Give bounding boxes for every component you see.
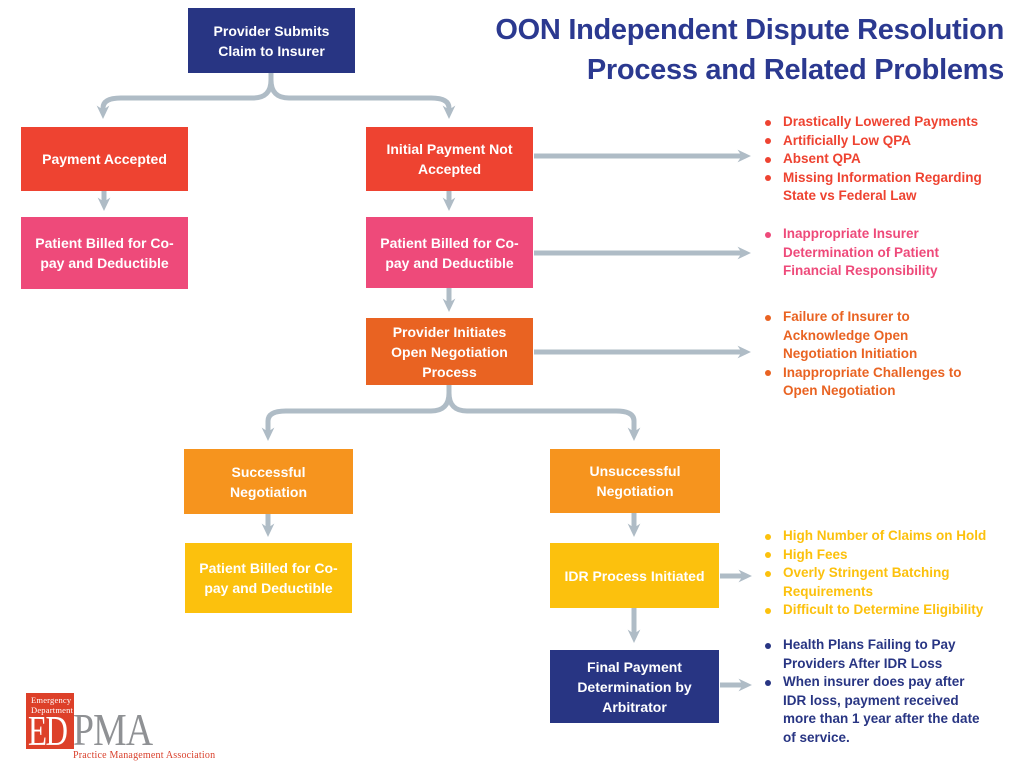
node-successful-negotiation: Successful Negotiation (184, 449, 353, 514)
problem-item: When insurer does pay after IDR loss, pa… (760, 673, 990, 747)
arrow-top-fork-left (96, 73, 274, 119)
page-title-line1: OON Independent Dispute Resolution (495, 14, 1004, 46)
edpma-logo-tagline: Practice Management Association (73, 750, 216, 761)
problem-list-idr-process: High Number of Claims on Hold High Fees … (760, 527, 992, 620)
node-patient-billed-left: Patient Billed for Co-pay and Deductible (21, 217, 188, 289)
problem-item: Drastically Lowered Payments (760, 113, 992, 132)
problem-item: Artificially Low QPA (760, 132, 992, 151)
arrow-negotiation-fork-right (446, 385, 641, 441)
node-idr-process-initiated: IDR Process Initiated (550, 543, 719, 608)
edpma-logo: Emergency Department ED PMA Practice Man… (24, 690, 224, 762)
edpma-logo-square (26, 693, 74, 749)
problem-item: Inappropriate Insurer Determination of P… (760, 225, 985, 281)
problem-item: Inappropriate Challenges to Open Negotia… (760, 364, 970, 401)
node-provider-initiates-open-negotiation: Provider Initiates Open Negotiation Proc… (366, 318, 533, 385)
problem-item: High Fees (760, 546, 992, 565)
page-title: OON Independent Dispute Resolution Proce… (495, 10, 1004, 90)
node-provider-submits-claim: Provider Submits Claim to Insurer (188, 8, 355, 73)
edpma-logo-pma: PMA (73, 704, 153, 755)
problem-item: Difficult to Determine Eligibility (760, 601, 992, 620)
edpma-logo-ed: ED (28, 709, 68, 755)
problem-item: Missing Information Regarding State vs F… (760, 169, 992, 206)
node-unsuccessful-negotiation: Unsuccessful Negotiation (550, 449, 720, 513)
edpma-logo-line1: Emergency (31, 695, 72, 705)
arrow-top-fork-right (268, 73, 456, 119)
arrow-negotiation-fork-left (261, 385, 452, 441)
problem-item: Absent QPA (760, 150, 992, 169)
problem-list-patient-billed: Inappropriate Insurer Determination of P… (760, 225, 985, 281)
problem-list-final-payment: Health Plans Failing to Pay Providers Af… (760, 636, 990, 747)
node-final-payment-determination: Final Payment Determination by Arbitrato… (550, 650, 719, 723)
node-patient-billed-yellow: Patient Billed for Co-pay and Deductible (185, 543, 352, 613)
problem-list-initial-payment: Drastically Lowered Payments Artificiall… (760, 113, 992, 206)
node-payment-accepted: Payment Accepted (21, 127, 188, 191)
page-title-line2: Process and Related Problems (586, 54, 1004, 86)
problem-list-open-negotiation: Failure of Insurer to Acknowledge Open N… (760, 308, 970, 401)
problem-item: Failure of Insurer to Acknowledge Open N… (760, 308, 970, 364)
problem-item: High Number of Claims on Hold (760, 527, 992, 546)
node-initial-payment-not-accepted: Initial Payment Not Accepted (366, 127, 533, 191)
node-patient-billed-mid: Patient Billed for Co-pay and Deductible (366, 217, 533, 288)
problem-item: Health Plans Failing to Pay Providers Af… (760, 636, 990, 673)
edpma-logo-emergency: Emergency Department (31, 695, 74, 715)
edpma-logo-line2: Department (31, 704, 74, 715)
problem-item: Overly Stringent Batching Requirements (760, 564, 992, 601)
